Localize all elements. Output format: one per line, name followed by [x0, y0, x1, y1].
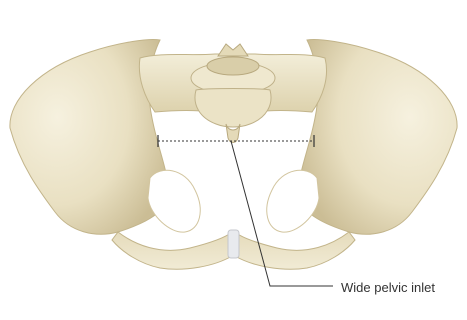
left-pubic-ischial-ramus — [112, 232, 232, 269]
sacrum-body — [195, 89, 271, 128]
spinous-process — [218, 44, 248, 56]
vertebral-canal — [207, 57, 259, 75]
pubic-symphysis — [228, 230, 239, 258]
left-obturator-foramen — [148, 170, 200, 232]
right-pubic-ischial-ramus — [235, 232, 355, 269]
right-obturator-foramen — [267, 170, 319, 232]
inlet-label: Wide pelvic inlet — [341, 280, 435, 295]
